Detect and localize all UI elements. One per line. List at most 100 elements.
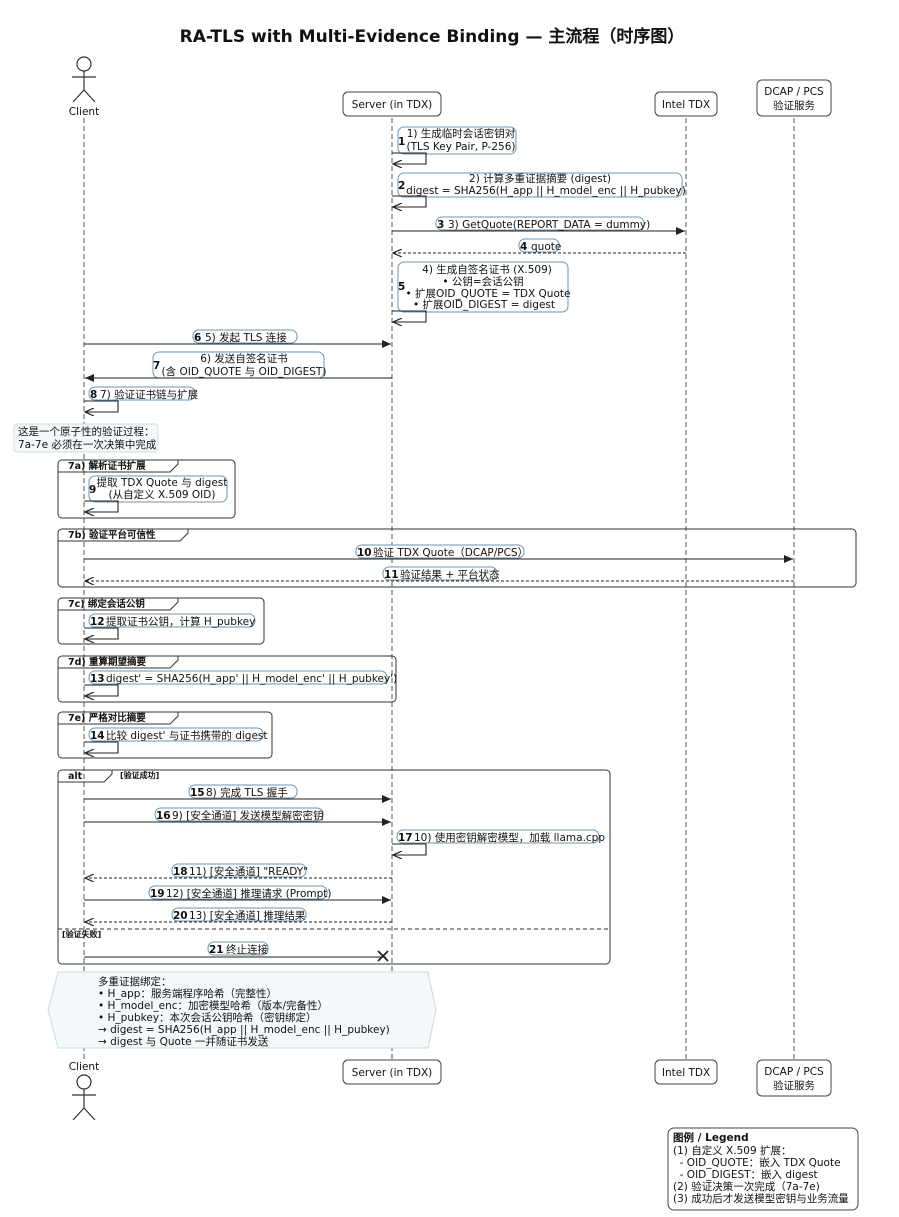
svg-text:(从自定义 X.509 OID): (从自定义 X.509 OID) [109,488,216,501]
svg-text:(2) 验证决策一次完成（7a-7e): (2) 验证决策一次完成（7a-7e) [673,1180,820,1193]
svg-text:digest' = SHA256(H_app' || H_m: digest' = SHA256(H_app' || H_model_enc' … [106,673,397,685]
svg-text:1: 1 [398,136,405,148]
svg-text:这是一个原子性的验证过程：: 这是一个原子性的验证过程： [18,425,155,438]
message-15: 15 8) 完成 TLS 握手 [84,784,391,803]
svg-text:7a-7e 必须在一次决策中完成: 7a-7e 必须在一次决策中完成 [18,438,157,451]
svg-text:14: 14 [90,730,105,742]
svg-text:16: 16 [156,810,171,822]
svg-text:2: 2 [398,180,405,192]
svg-text:1) 生成临时会话密钥对: 1) 生成临时会话密钥对 [407,127,516,140]
svg-text:比较 digest' 与证书携带的 digest: 比较 digest' 与证书携带的 digest [106,729,268,742]
message-17: 17 10) 使用密钥解密模型，加载 llama.cpp [392,829,605,855]
frame-7e-label: 7e) 严格对比摘要 [68,712,146,724]
message-9: 9 提取 TDX Quote 与 digest (从自定义 X.509 OID) [84,475,228,512]
frame-7e [57,711,273,759]
frame-7b [57,528,857,588]
participant-intel-bottom: Intel TDX [654,1059,718,1085]
participant-server-bottom: Server (in TDX) [342,1059,442,1085]
message-7: 7 6) 发送自签名证书 (含 OID_QUOTE 与 OID_DIGEST) [85,351,392,382]
frame-7d-label: 7d) 重算期望摘要 [68,656,147,668]
message-11: 11 验证结果 + 平台状态 [85,566,794,581]
svg-text:12) [安全通道] 推理请求 (Prompt): 12) [安全通道] 推理请求 (Prompt) [166,887,332,900]
svg-text:- OID_QUOTE：嵌入 TDX Quote: - OID_QUOTE：嵌入 TDX Quote [673,1157,841,1169]
message-19: 19 12) [安全通道] 推理请求 (Prompt) [84,885,391,904]
legend-box: 图例 / Legend (1) 自定义 X.509 扩展： - OID_QUOT… [667,1127,859,1211]
svg-text:quote: quote [531,241,561,253]
svg-text:8) 完成 TLS 握手: 8) 完成 TLS 握手 [206,786,288,799]
svg-text:3) GetQuote(REPORT_DATA = dumm: 3) GetQuote(REPORT_DATA = dummy) [448,219,650,231]
svg-text:15: 15 [190,787,205,799]
message-10: 10 验证 TDX Quote（DCAP/PCS） [84,544,793,563]
svg-text:12: 12 [90,616,105,628]
svg-text:5) 发起 TLS 连接: 5) 发起 TLS 连接 [205,331,287,344]
message-13: 13 digest' = SHA256(H_app' || H_model_en… [84,670,397,696]
svg-text:11: 11 [384,569,399,581]
svg-text:Intel TDX: Intel TDX [662,1067,710,1079]
svg-text:验证 TDX Quote（DCAP/PCS）: 验证 TDX Quote（DCAP/PCS） [373,546,528,559]
legend-title: 图例 / Legend [673,1131,749,1144]
svg-text:提取 TDX Quote 与 digest: 提取 TDX Quote 与 digest [97,477,228,489]
message-21: 21 终止连接 [84,941,389,962]
participant-client-label: Client [69,106,99,118]
svg-text:Intel TDX: Intel TDX [662,99,710,111]
svg-text:4: 4 [520,241,527,253]
svg-text:13) [安全通道] 推理结果: 13) [安全通道] 推理结果 [189,909,306,922]
svg-text:8: 8 [90,389,97,401]
svg-text:3: 3 [437,219,444,231]
message-14: 14 比较 digest' 与证书携带的 digest [84,727,268,753]
svg-text:- OID_DIGEST：嵌入 digest: - OID_DIGEST：嵌入 digest [673,1169,818,1181]
svg-text:7) 验证证书链与扩展: 7) 验证证书链与扩展 [100,388,199,401]
lifelines [83,118,795,1060]
frame-7d [57,655,397,703]
participant-dcap-bottom: DCAP / PCS 验证服务 [756,1059,832,1097]
svg-text:(3) 成功后才发送模型密钥与业务流量: (3) 成功后才发送模型密钥与业务流量 [673,1192,849,1205]
message-5: 5 4) 生成自签名证书 (X.509) • 公钥=会话公钥 • 扩展OID_Q… [392,261,570,322]
svg-text:6: 6 [194,332,201,344]
svg-text:13: 13 [90,673,105,685]
svg-text:11) [安全通道] "READY": 11) [安全通道] "READY" [189,865,308,878]
svg-text:21: 21 [209,944,224,956]
svg-text:• H_pubkey：本次会话公钥哈希（密钥绑定）: • H_pubkey：本次会话公钥哈希（密钥绑定） [98,1011,317,1024]
svg-text:2) 计算多重证据摘要 (digest): 2) 计算多重证据摘要 (digest) [469,172,611,185]
svg-text:• H_app：服务端程序哈希（完整性）: • H_app：服务端程序哈希（完整性） [98,987,277,1000]
svg-text:验证服务: 验证服务 [773,1079,815,1092]
svg-text:6) 发送自签名证书: 6) 发送自签名证书 [200,352,288,365]
svg-text:终止连接: 终止连接 [226,943,268,956]
message-2: 2 2) 计算多重证据摘要 (digest) digest = SHA256(H… [392,172,686,207]
message-16: 16 9) [安全通道] 发送模型解密密钥 [84,807,391,826]
frame-alt [57,769,611,965]
svg-text:20: 20 [173,910,188,922]
frame-7c-label: 7c) 绑定会话公钥 [68,598,145,610]
svg-text:Server (in TDX): Server (in TDX) [352,99,433,111]
svg-text:验证服务: 验证服务 [773,99,815,112]
svg-text:7: 7 [153,360,160,372]
svg-text:• 扩展OID_DIGEST = digest: • 扩展OID_DIGEST = digest [413,298,555,311]
message-12: 12 提取证书公钥，计算 H_pubkey [84,613,256,639]
participant-client-label-bottom: Client [69,1061,99,1073]
svg-text:10) 使用密钥解密模型，加载 llama.cpp: 10) 使用密钥解密模型，加载 llama.cpp [414,831,605,844]
svg-text:(含 OID_QUOTE 与 OID_DIGEST): (含 OID_QUOTE 与 OID_DIGEST) [162,365,327,378]
message-20: 20 13) [安全通道] 推理结果 [85,907,392,922]
svg-text:→ digest = SHA256(H_app || H_m: → digest = SHA256(H_app || H_model_enc |… [98,1024,390,1036]
svg-text:DCAP / PCS: DCAP / PCS [764,86,824,98]
svg-text:10: 10 [357,547,372,559]
message-3: 3 3) GetQuote(REPORT_DATA = dummy) [392,216,685,235]
svg-text:• H_model_enc：加密模型哈希（版本/完备性）: • H_model_enc：加密模型哈希（版本/完备性） [98,999,328,1012]
svg-text:多重证据绑定：: 多重证据绑定： [98,975,172,988]
svg-text:提取证书公钥，计算 H_pubkey: 提取证书公钥，计算 H_pubkey [106,615,255,628]
svg-text:digest = SHA256(H_app || H_mod: digest = SHA256(H_app || H_model_enc || … [406,185,686,197]
actor-client-top [72,56,96,103]
svg-text:Server (in TDX): Server (in TDX) [352,1067,433,1079]
diagram-title: RA-TLS with Multi-Evidence Binding — 主流程… [180,26,685,47]
message-6: 6 5) 发起 TLS 连接 [84,329,391,348]
svg-text:(TLS Key Pair, P-256): (TLS Key Pair, P-256) [407,141,516,153]
atomic-note: 这是一个原子性的验证过程： 7a-7e 必须在一次决策中完成 [13,423,159,453]
participant-server-top: Server (in TDX) [342,91,442,117]
frame-7b-label: 7b) 验证平台可信性 [68,529,156,541]
alt-success-guard: [验证成功] [120,770,159,780]
svg-text:(1) 自定义 X.509 扩展：: (1) 自定义 X.509 扩展： [673,1144,791,1157]
binding-note: 多重证据绑定： • H_app：服务端程序哈希（完整性） • H_model_e… [47,971,437,1049]
svg-text:9: 9 [89,484,96,496]
svg-text:19: 19 [150,888,165,900]
